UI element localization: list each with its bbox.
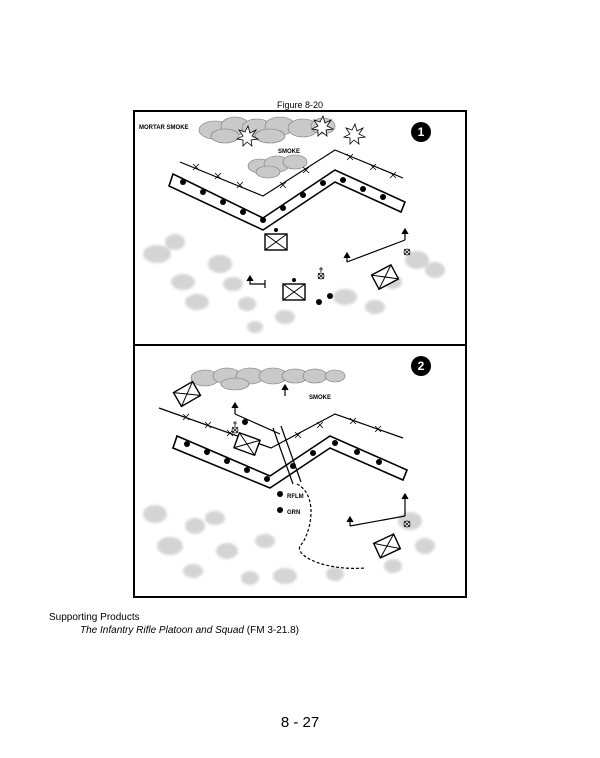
wire-obstacle — [158, 407, 404, 449]
enemy-trench — [172, 434, 409, 489]
mortar-smoke-cloud — [198, 116, 336, 144]
panel-divider — [133, 344, 467, 346]
reference-title: The Infantry Rifle Platoon and Squad — [80, 625, 244, 636]
supporting-products-heading: Supporting Products — [49, 612, 140, 623]
panel-1-diagram: MORTAR SMOKE SMOKE — [139, 114, 445, 333]
mortar-smoke-label: MORTAR SMOKE — [139, 125, 189, 131]
smoke-label: SMOKE — [309, 395, 331, 401]
leader-symbol — [317, 248, 411, 280]
breach-lane — [272, 425, 302, 485]
smoke-cloud — [247, 154, 308, 179]
shell-burst-icon — [235, 114, 367, 147]
panel-1-number: 1 — [418, 125, 425, 139]
leader-symbol — [231, 421, 411, 528]
smoke-cloud — [190, 367, 346, 391]
panel-number-badge: 1 — [411, 122, 431, 142]
panel-2-number: 2 — [418, 359, 425, 373]
friendly-squad-symbol — [264, 227, 400, 301]
soldier-markers — [242, 419, 283, 513]
movement-arrows — [231, 383, 409, 527]
supporting-reference: The Infantry Rifle Platoon and Squad (FM… — [80, 625, 299, 636]
movement-arrows — [246, 227, 409, 288]
reference-code: (FM 3-21.8) — [246, 625, 300, 636]
enemy-trench — [168, 169, 407, 231]
grn-label: GRN — [287, 510, 300, 516]
assault-route — [296, 483, 366, 569]
figure-caption: Figure 8-20 — [276, 100, 324, 110]
panel-2-diagram: SMOKE — [143, 356, 435, 585]
vegetation-patches — [143, 505, 435, 585]
vegetation-patches — [143, 234, 445, 333]
panel-number-badge: 2 — [411, 356, 431, 376]
wire-obstacle — [179, 149, 404, 197]
rflm-label: RFLM — [287, 494, 304, 500]
friendly-squad-symbol — [172, 380, 402, 559]
soldier-markers — [316, 293, 333, 305]
smoke-label: SMOKE — [278, 149, 300, 155]
page-number: 8 - 27 — [280, 714, 320, 731]
